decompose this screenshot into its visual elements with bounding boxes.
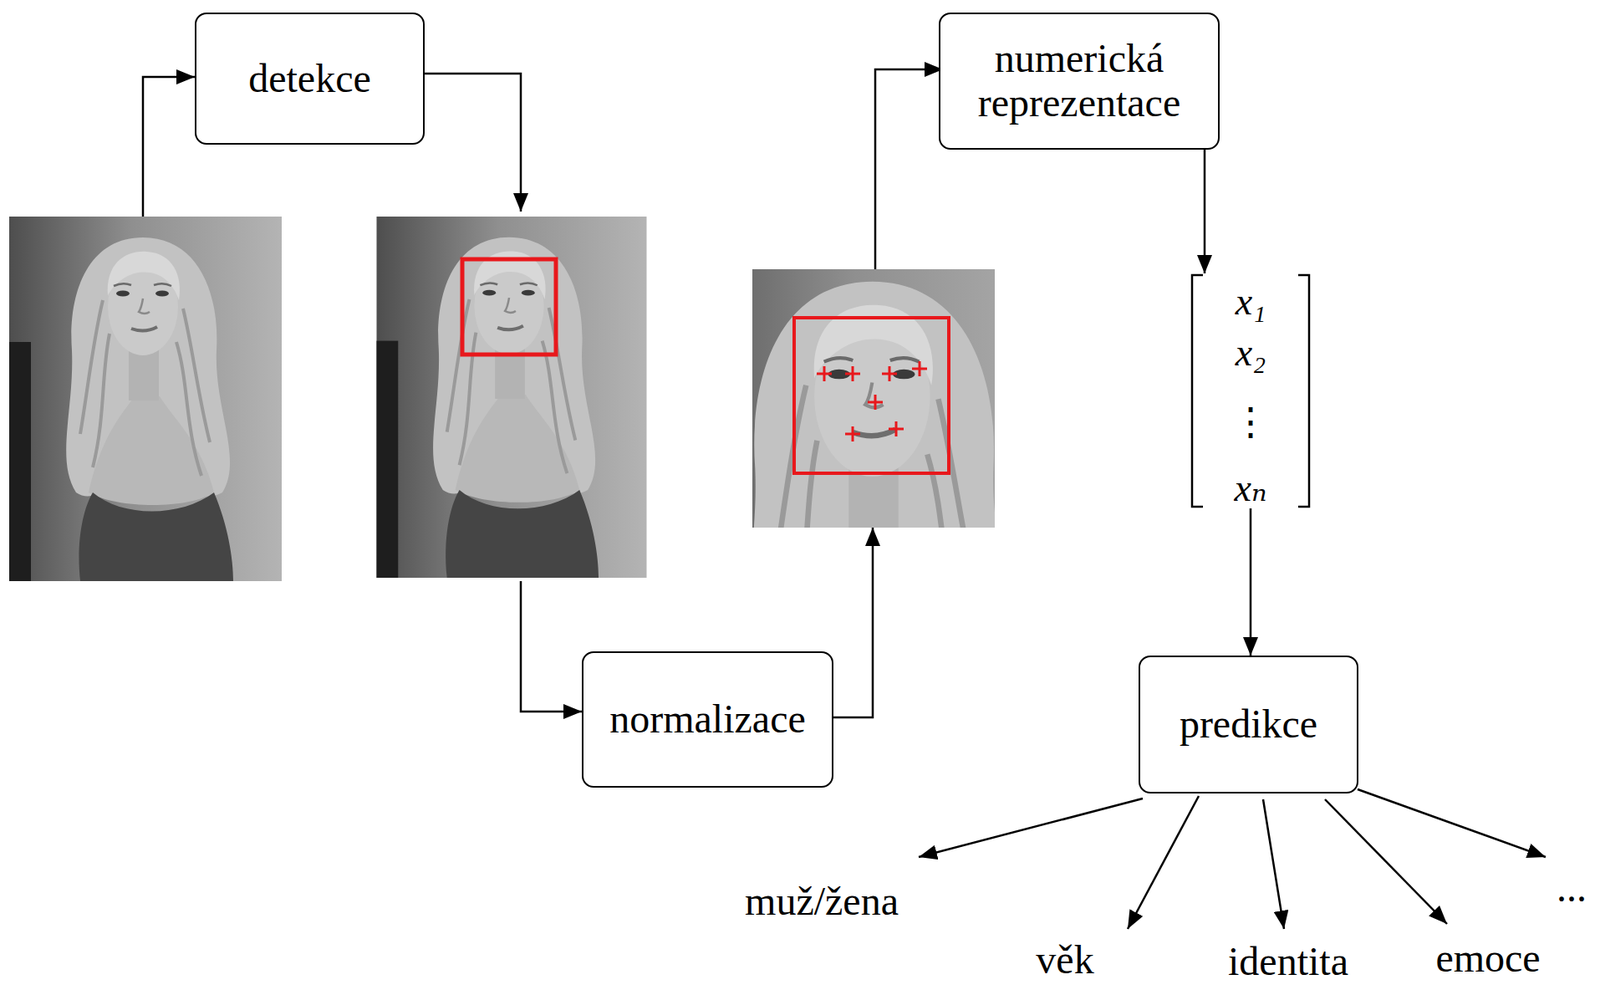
flow-arrow [875,69,943,270]
flow-connector [1249,508,1253,656]
process-box: normalizace [581,651,834,788]
box-text-group: predikce [1179,702,1318,747]
feature-vector: x₁ x₂ ⋮ xₙ [1189,273,1312,509]
box-text-group: numerická reprezentace [952,36,1206,126]
input-photo [9,216,282,581]
output-label: muž/žena [744,879,899,924]
vector-entry: x₂ [1189,331,1312,375]
flow-arrow [833,527,873,718]
box-text-group: detekce [248,56,372,102]
output-label: identita [1228,939,1349,984]
box-label: detekce [248,56,372,102]
output-arrow [1357,789,1546,857]
output-arrow [918,798,1143,857]
flow-connector [1203,149,1207,274]
vector-entry: x₁ [1189,280,1312,324]
output-label: ... [1556,866,1587,911]
box-label: normalizace [609,697,806,742]
flow-arrow [142,76,195,217]
vector-entry: ⋮ [1189,401,1312,444]
flow-arrow [424,73,521,212]
output-label: emoce [1435,936,1540,981]
box-label: predikce [1179,702,1318,747]
face-box [794,317,949,474]
process-box: predikce [1138,655,1359,794]
output-arrow [1324,799,1448,924]
face-box [462,259,556,355]
vector-entry: xₙ [1189,467,1312,510]
flow-arrow [520,580,582,712]
output-arrow [1127,795,1199,929]
process-box: detekce [194,12,425,145]
output-arrow [1263,799,1285,929]
box-text-group: normalizace [609,697,806,742]
landmark-crosses [816,361,928,442]
detected-photo [376,216,647,578]
process-box: numerická reprezentace [938,12,1220,150]
box-label: numerická reprezentace [952,36,1206,126]
output-label: věk [1035,937,1094,983]
